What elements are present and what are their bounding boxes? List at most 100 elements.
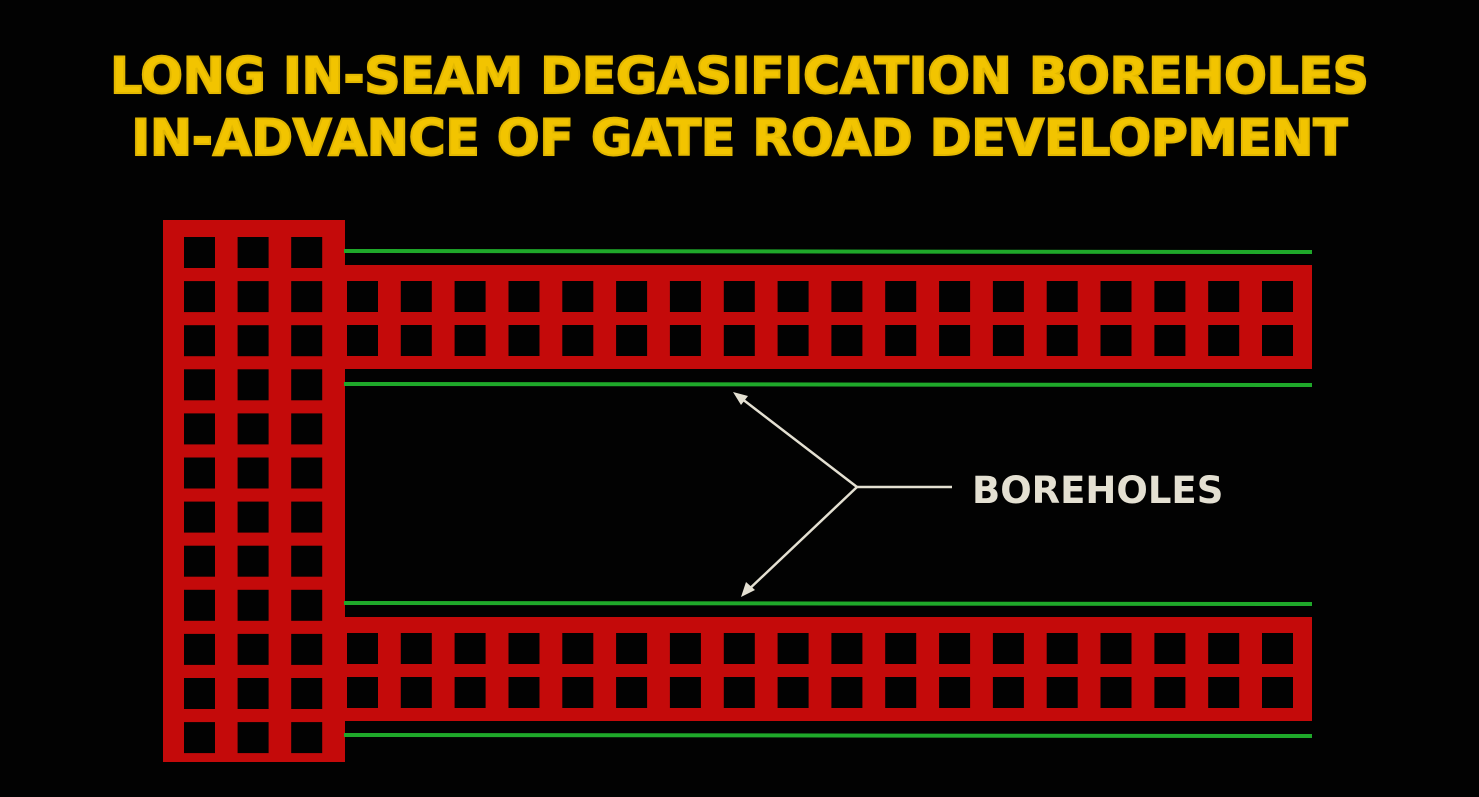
- pillar-opening: [939, 677, 971, 708]
- pillar-opening: [1046, 677, 1078, 708]
- pillar-opening: [454, 633, 486, 664]
- boreholes: [343, 249, 1313, 738]
- pillar-opening: [184, 457, 215, 489]
- pillar-opening: [237, 325, 269, 357]
- pillar-opening: [992, 677, 1024, 708]
- pillar-opening: [885, 325, 917, 356]
- pillar-opening: [184, 722, 215, 754]
- pillar-opening: [291, 325, 323, 357]
- pillar-opening: [237, 545, 269, 577]
- pillar-opening: [400, 325, 432, 356]
- pillar-opening: [1208, 677, 1240, 708]
- pillar-opening: [291, 501, 323, 533]
- pillar-opening: [939, 281, 971, 312]
- borehole-line: [343, 382, 1313, 387]
- pillar-opening: [1154, 677, 1186, 708]
- pillar-opening: [291, 633, 323, 665]
- pillar-opening: [1100, 281, 1132, 312]
- pillar-opening: [1046, 325, 1078, 356]
- pillar-opening: [1046, 281, 1078, 312]
- pillar-opening: [616, 281, 648, 312]
- pillar-opening: [237, 237, 269, 268]
- pillar-opening: [1208, 633, 1240, 664]
- pillar-opening: [1100, 677, 1132, 708]
- borehole-line: [343, 249, 1313, 254]
- pillar-opening: [508, 633, 540, 664]
- pillar-opening: [831, 633, 863, 664]
- pillar-opening: [1100, 325, 1132, 356]
- pillar-opening: [291, 369, 323, 401]
- pillar-opening: [184, 325, 215, 357]
- pillar-opening: [777, 677, 809, 708]
- pillar-opening: [777, 281, 809, 312]
- pillar-opening: [291, 545, 323, 577]
- borehole-line: [343, 733, 1313, 738]
- pillar-opening: [885, 281, 917, 312]
- pillar-opening: [184, 413, 215, 445]
- pillar-opening: [562, 677, 594, 708]
- pillar-opening: [1154, 633, 1186, 664]
- pillar-opening: [508, 281, 540, 312]
- pillar-opening: [184, 501, 215, 533]
- pillar-opening: [1154, 325, 1186, 356]
- pillar-opening: [184, 678, 215, 709]
- pillar-opening: [1100, 633, 1132, 664]
- pillar-opening: [400, 281, 432, 312]
- borehole-callout: BOREHOLES: [733, 392, 1223, 597]
- borehole-line: [343, 601, 1313, 606]
- pillar-opening: [347, 633, 378, 664]
- pillar-opening: [237, 457, 269, 489]
- arrowhead-lower: [741, 582, 755, 597]
- pillar-opening: [508, 677, 540, 708]
- pillar-opening: [347, 677, 378, 708]
- pillar-opening: [400, 677, 432, 708]
- pillar-opening: [237, 678, 269, 709]
- pillar-opening: [723, 677, 755, 708]
- pillar-opening: [1262, 633, 1293, 664]
- pillar-opening: [184, 545, 215, 577]
- pillar-opening: [237, 589, 269, 621]
- pillar-opening: [237, 281, 269, 313]
- pillar-opening: [992, 633, 1024, 664]
- pillar-opening: [616, 677, 648, 708]
- pillar-opening: [1046, 633, 1078, 664]
- pillar-opening: [669, 633, 701, 664]
- pillar-opening: [669, 677, 701, 708]
- title-line-1: LONG IN-SEAM DEGASIFICATION BOREHOLES: [109, 47, 1370, 105]
- pillar-opening: [562, 325, 594, 356]
- pillar-opening: [885, 677, 917, 708]
- pillar-opening: [184, 589, 215, 621]
- title-line-2: IN-ADVANCE OF GATE ROAD DEVELOPMENT: [131, 109, 1349, 167]
- pillar-opening: [454, 325, 486, 356]
- pillar-opening: [562, 281, 594, 312]
- pillar-opening: [291, 722, 323, 754]
- borehole-label: BOREHOLES: [972, 469, 1223, 512]
- pillar-opening: [939, 633, 971, 664]
- pillar-opening: [723, 633, 755, 664]
- pillar-opening: [1262, 325, 1293, 356]
- arrowhead-upper: [733, 392, 748, 405]
- pillar-opening: [992, 325, 1024, 356]
- pillar-opening: [184, 281, 215, 313]
- pillar-opening: [777, 325, 809, 356]
- pillar-opening: [1262, 677, 1293, 708]
- pillar-opening: [347, 325, 378, 356]
- pillar-opening: [669, 281, 701, 312]
- pillar-opening: [347, 281, 378, 312]
- pillar-opening: [1208, 325, 1240, 356]
- pillar-opening: [831, 281, 863, 312]
- pillar-opening: [291, 457, 323, 489]
- pillar-opening: [616, 633, 648, 664]
- pillar-opening: [562, 633, 594, 664]
- pillar-opening: [616, 325, 648, 356]
- pillar-opening: [508, 325, 540, 356]
- pillar-opening: [723, 325, 755, 356]
- pillar-opening: [291, 281, 323, 313]
- pillar-opening: [454, 677, 486, 708]
- pillar-opening: [237, 501, 269, 533]
- pillar-opening: [831, 677, 863, 708]
- pillar-opening: [291, 413, 323, 445]
- pillar-opening: [184, 369, 215, 401]
